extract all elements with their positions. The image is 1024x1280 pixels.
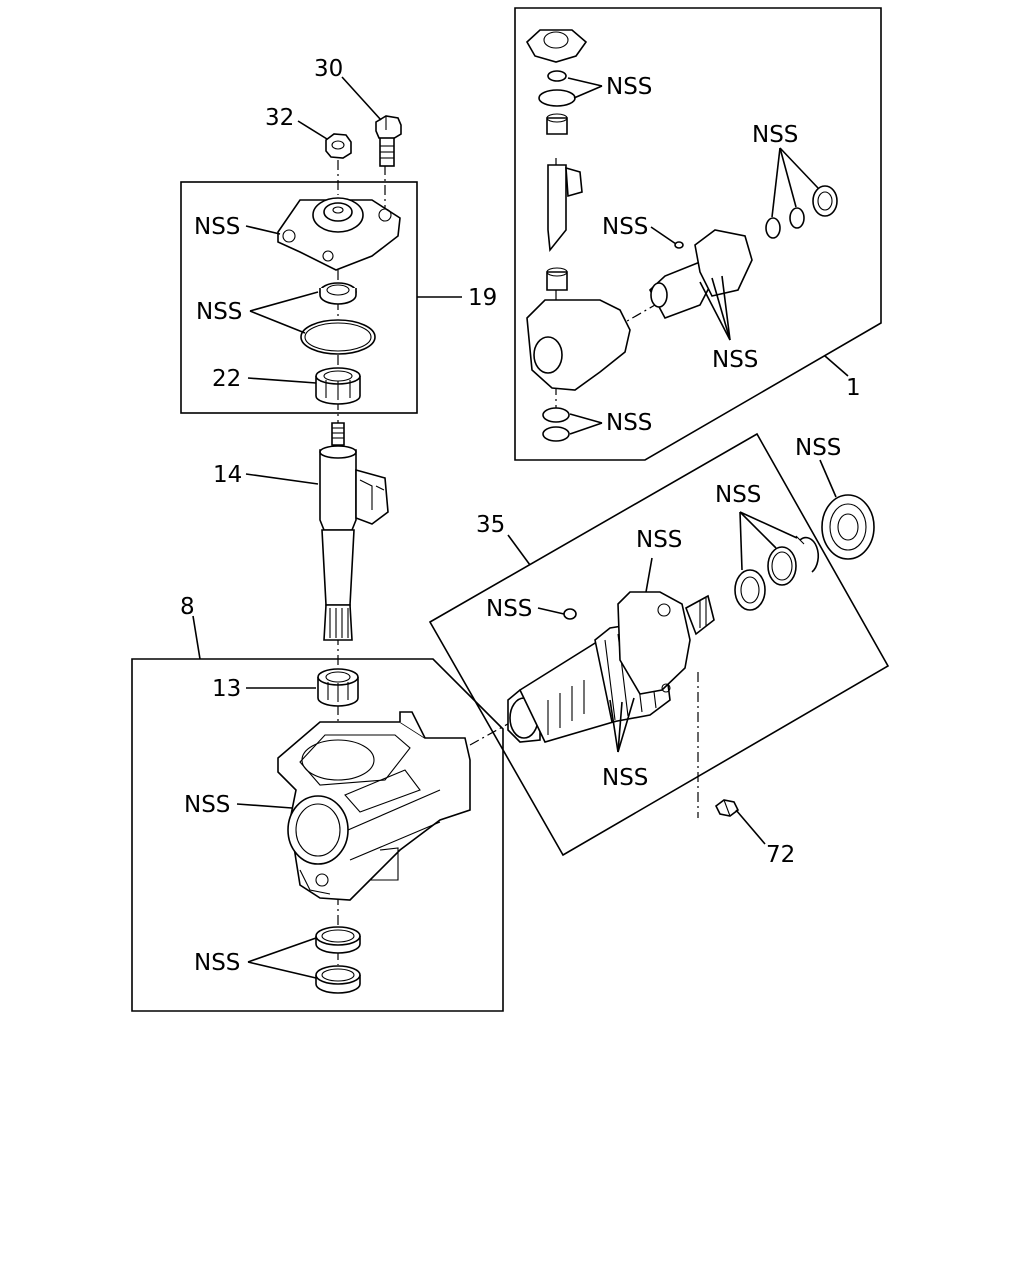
callout-nss-thumb-oring: NSS xyxy=(602,214,648,240)
callout-35: 35 xyxy=(476,512,505,538)
callout-32: 32 xyxy=(265,105,294,131)
o-ring-icon xyxy=(300,319,376,355)
oil-seal-icon xyxy=(821,494,875,560)
callout-nss-lower-seals: NSS xyxy=(194,950,240,976)
top-cover-icon xyxy=(277,197,401,271)
group-box-8 xyxy=(131,658,504,1012)
callout-13: 13 xyxy=(212,676,241,702)
callout-nss-oring: NSS xyxy=(486,596,532,622)
bearing-seal-icon xyxy=(319,282,357,305)
needle-bearing-22-icon xyxy=(315,367,361,405)
valve-seal-1-icon xyxy=(734,569,766,611)
small-o-ring-icon xyxy=(563,608,577,620)
callout-nss-cover: NSS xyxy=(194,214,240,240)
group-box-1 xyxy=(514,7,882,461)
callout-1: 1 xyxy=(846,375,861,401)
callout-8: 8 xyxy=(180,594,195,620)
callout-nss-valve: NSS xyxy=(636,527,682,553)
callout-nss-seals-right: NSS xyxy=(715,482,761,508)
callout-nss-housing: NSS xyxy=(184,792,230,818)
leader-lines xyxy=(192,76,849,979)
group-box-35 xyxy=(428,432,890,857)
needle-bearing-13-icon xyxy=(317,668,359,707)
callout-nss-thumb-bottom: NSS xyxy=(606,410,652,436)
valve-body-assembly-icon xyxy=(507,591,715,743)
callout-19: 19 xyxy=(468,285,497,311)
callout-72: 72 xyxy=(766,842,795,868)
callout-nss-thumb-top: NSS xyxy=(606,74,652,100)
callout-nss-seals: NSS xyxy=(196,299,242,325)
callout-14: 14 xyxy=(213,462,242,488)
callout-22: 22 xyxy=(212,366,241,392)
callout-nss-rings: NSS xyxy=(602,765,648,791)
valve-seal-2-icon xyxy=(767,546,797,586)
assembly-thumbnail-icon xyxy=(525,29,838,442)
snap-ring-icon xyxy=(795,535,820,573)
sector-shaft-14-icon xyxy=(319,422,389,641)
callout-nss-thumb-rings: NSS xyxy=(712,347,758,373)
callout-nss-oil-seal: NSS xyxy=(795,435,841,461)
lower-seal-lower-icon xyxy=(315,965,361,994)
callout-30: 30 xyxy=(314,56,343,82)
bolt-30-icon xyxy=(375,115,402,167)
callout-nss-thumb-seals: NSS xyxy=(752,122,798,148)
lower-seal-upper-icon xyxy=(315,926,361,954)
screw-72-icon xyxy=(714,799,740,817)
gear-housing-icon xyxy=(277,711,471,901)
nut-32-icon xyxy=(325,133,352,159)
